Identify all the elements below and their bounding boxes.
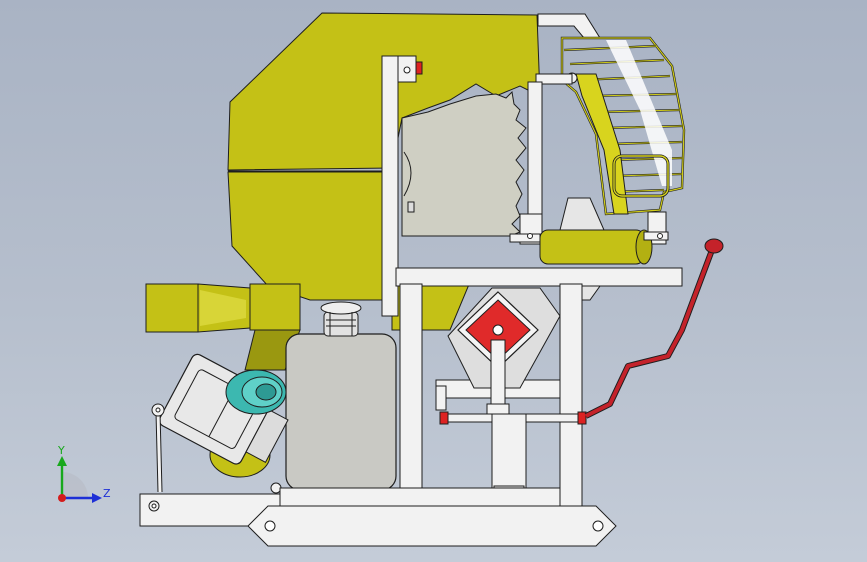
housing-lower-panel bbox=[227, 171, 393, 301]
dust-outlet[interactable] bbox=[145, 283, 301, 333]
guard-support-pipe bbox=[537, 13, 601, 39]
safety-guard[interactable] bbox=[560, 36, 686, 216]
blade-arbor-arc bbox=[403, 151, 412, 197]
frame-leg-right bbox=[559, 283, 583, 515]
motor-pulley bbox=[225, 369, 287, 415]
guard-white-stripe bbox=[606, 40, 672, 186]
blade-bolt bbox=[407, 201, 415, 213]
tank-cap[interactable] bbox=[323, 311, 359, 337]
saw-blade[interactable] bbox=[401, 90, 527, 237]
base-plate[interactable] bbox=[139, 487, 617, 547]
z-axis-label: Z bbox=[103, 487, 111, 500]
mast-bar bbox=[381, 55, 399, 317]
frame-leg-left bbox=[399, 283, 423, 515]
feed-lever[interactable] bbox=[584, 238, 724, 419]
motor-mount[interactable] bbox=[151, 403, 282, 494]
outlet-flange bbox=[249, 283, 301, 331]
tilt-mechanism[interactable] bbox=[447, 287, 561, 415]
saw-blade-disc bbox=[401, 90, 527, 237]
y-axis-label: Y bbox=[57, 444, 65, 457]
guard-bracket bbox=[527, 73, 605, 233]
orientation-triad: Y Z bbox=[57, 444, 111, 503]
feed-lever-knob[interactable] bbox=[704, 238, 724, 254]
table-top bbox=[395, 267, 683, 287]
base-skid bbox=[247, 505, 617, 547]
hold-down-roller[interactable] bbox=[509, 211, 669, 265]
tilt-rod bbox=[490, 339, 506, 413]
outlet-pipe bbox=[145, 283, 199, 333]
riving-mast[interactable] bbox=[381, 55, 423, 317]
drive-motor[interactable] bbox=[157, 352, 295, 476]
mast-red-knob[interactable] bbox=[415, 61, 423, 75]
roller-cylinder bbox=[539, 229, 645, 265]
x-axis-dot bbox=[58, 494, 66, 502]
coolant-tank[interactable] bbox=[285, 301, 397, 491]
tank-body bbox=[285, 333, 397, 491]
